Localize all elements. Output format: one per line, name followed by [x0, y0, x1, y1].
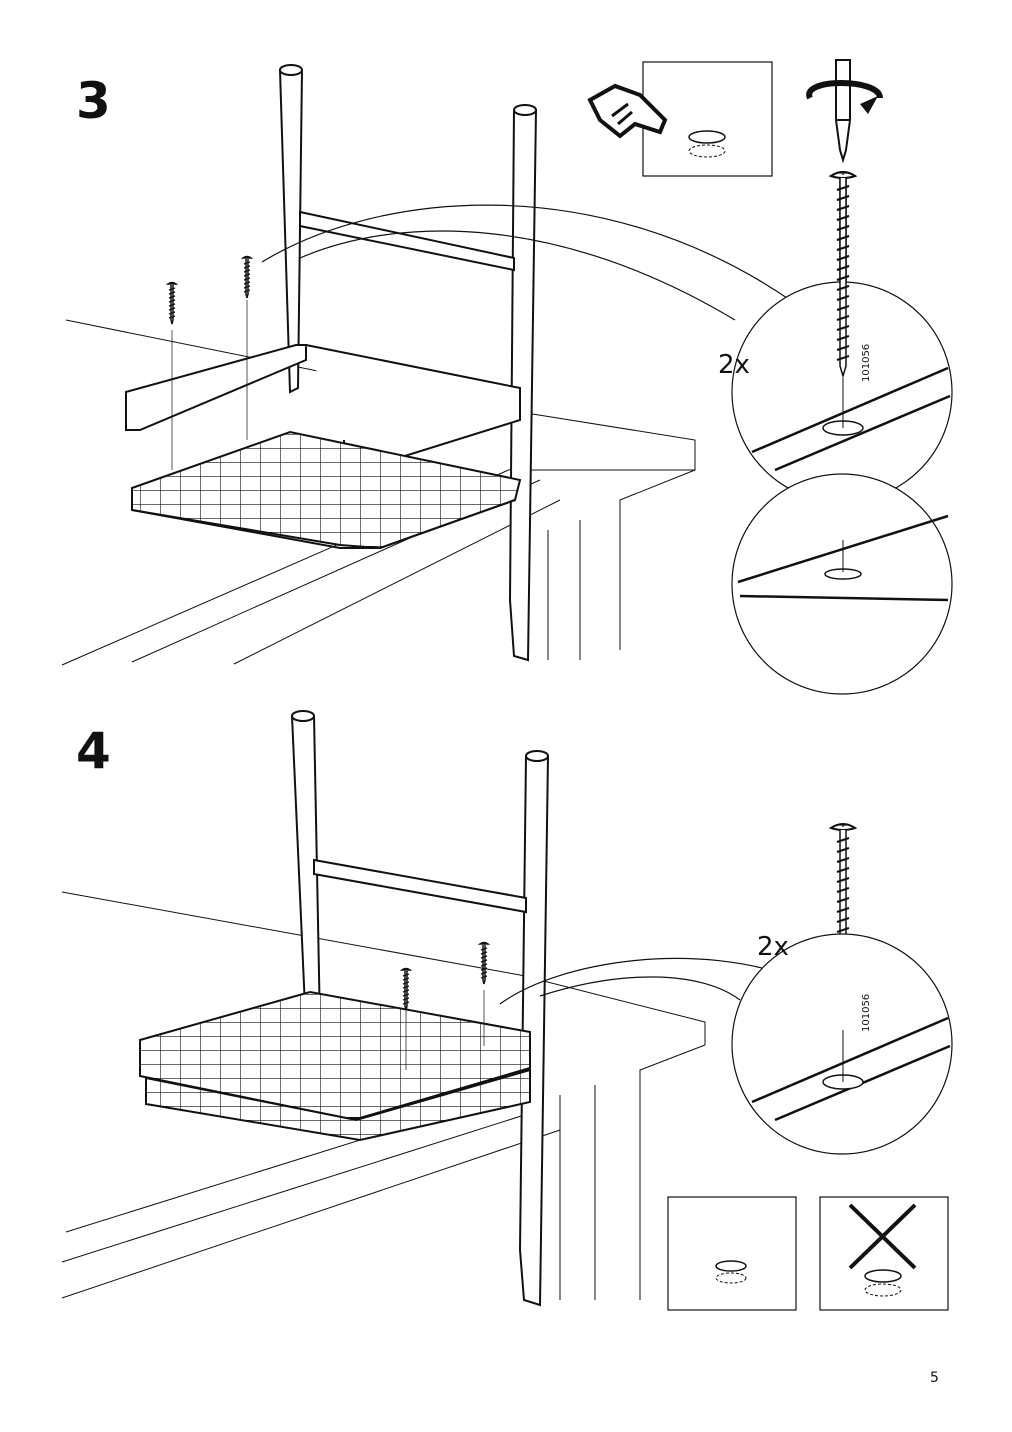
step3-quantity: 2x: [718, 350, 750, 380]
screwdriver-rotate-icon: [806, 59, 883, 164]
hand-press-icon: [587, 83, 668, 139]
step4-quantity: 2x: [757, 932, 789, 962]
step4-part-number: 101056: [861, 993, 872, 1032]
step3-illustration: [61, 59, 953, 695]
page-number: 5: [930, 1370, 939, 1386]
step3-part-number: 101056: [861, 343, 872, 382]
cross-icon: [848, 1203, 917, 1270]
step-number-3: 3: [76, 72, 111, 130]
step-number-4: 4: [76, 722, 111, 780]
step4-illustration: [61, 710, 953, 1311]
